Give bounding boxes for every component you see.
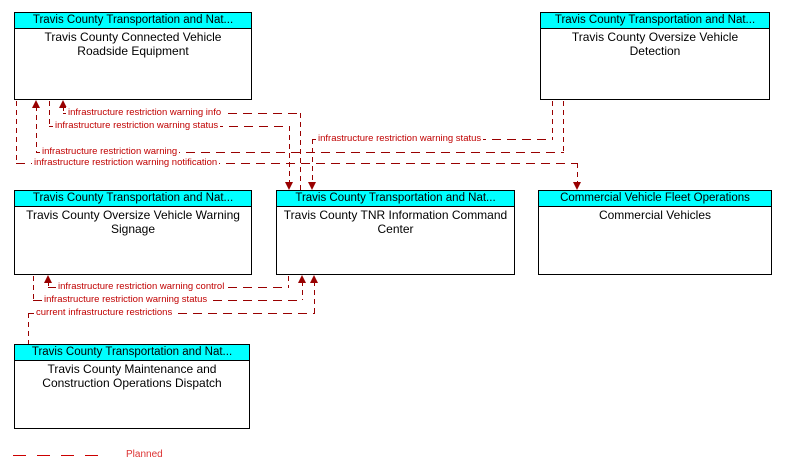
arrowhead-into-roadside-equipment xyxy=(32,100,40,108)
arrowhead-into-roadside-equipment xyxy=(59,100,67,108)
flow-line xyxy=(577,163,578,183)
flow-line xyxy=(563,101,564,152)
entity-title: Travis County TNR Information Command Ce… xyxy=(283,208,508,236)
flow-label: infrastructure restriction warning statu… xyxy=(53,120,221,131)
arrowhead-into-command-center xyxy=(310,275,318,283)
entity-header: Travis County Transportation and Nat... xyxy=(15,345,249,361)
flow-line xyxy=(300,113,301,190)
entity-title: Travis County Oversize Vehicle Detection xyxy=(571,30,739,58)
entity-box-oversize-vehicle-detection: Travis County Transportation and Nat... … xyxy=(540,12,770,100)
flow-line xyxy=(48,281,49,287)
flow-line xyxy=(312,139,313,183)
arrowhead-into-command-center xyxy=(298,275,306,283)
entity-box-tnr-information-command-center: Travis County Transportation and Nat... … xyxy=(276,190,515,275)
flow-line xyxy=(63,106,64,113)
flow-label: infrastructure restriction warning info xyxy=(66,107,224,118)
flow-line xyxy=(33,276,34,300)
flow-line xyxy=(49,101,50,126)
arrowhead-into-commercial-vehicles xyxy=(573,182,581,190)
entity-title: Travis County Oversize Vehicle Warning S… xyxy=(26,208,240,236)
arrowhead-into-command-center xyxy=(285,182,293,190)
legend-planned-label: Planned xyxy=(126,449,163,460)
entity-header: Travis County Transportation and Nat... xyxy=(15,191,251,207)
flow-label: infrastructure restriction warning statu… xyxy=(42,294,210,305)
entity-title: Travis County Connected Vehicle Roadside… xyxy=(44,30,222,58)
flow-line xyxy=(16,163,578,164)
arrowhead-into-command-center xyxy=(308,182,316,190)
flow-line xyxy=(28,313,29,344)
flow-label: infrastructure restriction warning notif… xyxy=(32,157,220,168)
entity-title: Commercial Vehicles xyxy=(598,208,712,222)
flow-label: infrastructure restriction warning statu… xyxy=(316,133,484,144)
flow-line xyxy=(302,281,303,300)
entity-header: Travis County Transportation and Nat... xyxy=(15,13,251,29)
flow-line xyxy=(36,152,564,153)
entity-box-oversize-vehicle-warning-signage: Travis County Transportation and Nat... … xyxy=(14,190,252,275)
entity-header: Travis County Transportation and Nat... xyxy=(277,191,514,207)
flow-label: infrastructure restriction warning xyxy=(40,146,180,157)
flow-line xyxy=(288,276,289,288)
entity-title: Travis County Maintenance and Constructi… xyxy=(42,362,222,390)
arrowhead-into-warning-signage xyxy=(44,275,52,283)
entity-box-maintenance-construction-operations-dispatch: Travis County Transportation and Nat... … xyxy=(14,344,250,429)
flow-line xyxy=(314,281,315,313)
entity-header: Travis County Transportation and Nat... xyxy=(541,13,769,29)
flow-line xyxy=(552,101,553,139)
flow-label: current infrastructure restrictions xyxy=(34,307,175,318)
entity-box-commercial-vehicles: Commercial Vehicle Fleet Operations Comm… xyxy=(538,190,772,275)
flow-line xyxy=(289,126,290,183)
entity-header: Commercial Vehicle Fleet Operations xyxy=(539,191,771,207)
legend-planned-line-sample xyxy=(13,455,106,456)
flow-line xyxy=(36,106,37,152)
entity-box-connected-vehicle-roadside-equipment: Travis County Transportation and Nat... … xyxy=(14,12,252,100)
flow-label: infrastructure restriction warning contr… xyxy=(56,281,227,292)
flow-line xyxy=(16,101,17,163)
